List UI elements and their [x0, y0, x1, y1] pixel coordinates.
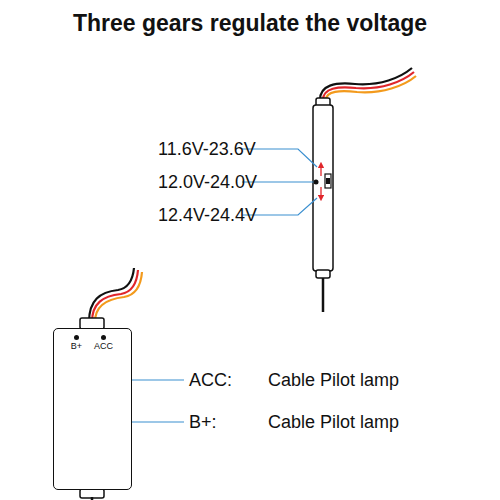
cable: [89, 268, 142, 322]
arrow: [320, 165, 321, 176]
pin-label: B+: [71, 342, 82, 351]
module-housing: [313, 105, 333, 271]
callout-label: 12.0V-24.0V: [158, 173, 257, 191]
title: Three gears regulate the voltage: [0, 10, 500, 37]
cable: [91, 497, 94, 500]
cable: [320, 68, 416, 100]
cable-gland: [80, 489, 104, 498]
indicator-dot: [101, 335, 106, 340]
module-housing: B+ ACC: [53, 328, 132, 490]
arrow: [320, 187, 321, 198]
callout-label: Cable Pilot lamp: [268, 371, 399, 389]
callout-label: ACC:: [189, 371, 232, 389]
callout-label: 12.4V-24.4V: [158, 206, 257, 224]
cable: [322, 278, 325, 312]
switch-slider: [326, 178, 330, 184]
cable-gland: [316, 270, 330, 278]
callout-label: Cable Pilot lamp: [268, 413, 399, 431]
pin-label: ACC: [94, 342, 113, 351]
callout-label: B+:: [189, 413, 217, 431]
dot: [314, 180, 319, 185]
callout-label: 11.6V-23.6V: [158, 140, 256, 158]
indicator-dot: [74, 335, 79, 340]
slide-switch: [325, 174, 331, 188]
